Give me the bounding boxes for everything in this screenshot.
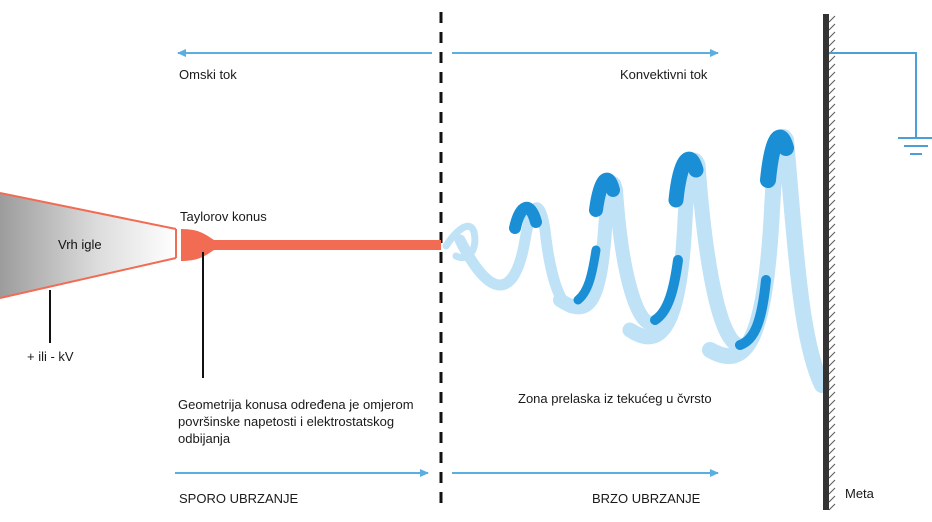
needle-edge-top: [0, 192, 177, 230]
needle-body: [0, 193, 176, 298]
plate-hatch-line: [828, 31, 836, 39]
plate-hatch-line: [828, 311, 836, 319]
transition-zone-label: Zona prelaska iz tekućeg u čvrsto: [518, 391, 712, 406]
plate-hatch-line: [828, 431, 836, 439]
plate-hatch-line: [828, 391, 836, 399]
plate-hatch-line: [828, 383, 836, 391]
plate-hatch-line: [828, 255, 836, 263]
plate-hatch-line: [828, 183, 836, 191]
plate-hatch-line: [828, 39, 836, 47]
plate-hatch-line: [828, 215, 836, 223]
plate-hatch-line: [828, 239, 836, 247]
plate-hatch-line: [828, 343, 836, 351]
plate-hatch-line: [828, 175, 836, 183]
plate-hatch-line: [828, 487, 836, 495]
taylor-cone: [181, 229, 214, 261]
plate-hatch-line: [828, 199, 836, 207]
plate-hatch-line: [828, 143, 836, 151]
plate-hatch-line: [828, 167, 836, 175]
plate-hatch-line: [828, 423, 836, 431]
slow-acceleration-label: SPORO UBRZANJE: [179, 491, 299, 506]
plate-hatch-line: [828, 415, 836, 423]
plate-hatch-line: [828, 103, 836, 111]
plate-hatch-line: [828, 447, 836, 455]
plate-hatch-line: [828, 15, 836, 23]
plate-hatch-line: [828, 263, 836, 271]
plate-hatch-line: [828, 119, 836, 127]
plate-hatch-line: [828, 463, 836, 471]
plate-hatch-line: [828, 495, 836, 503]
plate-hatch-line: [828, 359, 836, 367]
plate-hatch-line: [828, 247, 836, 255]
plate-hatch-line: [828, 503, 836, 511]
taylor-cone-label: Taylorov konus: [180, 209, 267, 224]
plate-hatch-line: [828, 471, 836, 479]
plate-hatch-line: [828, 407, 836, 415]
plate-hatch-line: [828, 55, 836, 63]
plate-hatch-line: [828, 191, 836, 199]
plate-hatch-line: [828, 279, 836, 287]
ohmic-flow-label: Omski tok: [179, 67, 237, 82]
liquid-jet: [212, 240, 441, 250]
plate-hatch-line: [828, 319, 836, 327]
plate-hatch-line: [828, 375, 836, 383]
whipping-spiral: [442, 128, 830, 393]
plate-hatch-line: [828, 455, 836, 463]
plate-hatch-line: [828, 287, 836, 295]
convective-flow-label: Konvektivni tok: [620, 67, 708, 82]
plate-hatch-line: [828, 23, 836, 31]
plate-hatch-line: [828, 207, 836, 215]
needle-tip-label: Vrh igle: [58, 237, 102, 252]
plate-hatch-line: [828, 271, 836, 279]
plate-hatch-line: [828, 367, 836, 375]
plate-hatch-line: [828, 71, 836, 79]
plate-hatch-line: [828, 111, 836, 119]
fast-acceleration-label: BRZO UBRZANJE: [592, 491, 701, 506]
plate-hatch-line: [828, 127, 836, 135]
plate-hatch-line: [828, 439, 836, 447]
plate-hatch-line: [828, 135, 836, 143]
plate-hatch-line: [828, 151, 836, 159]
plate-hatch-line: [828, 335, 836, 343]
plate-hatch-line: [828, 303, 836, 311]
plate-hatch-line: [828, 479, 836, 487]
cone-geometry-label: Geometrija konusa određena je omjerom po…: [178, 397, 414, 446]
target-label: Meta: [845, 486, 874, 501]
plate-hatch-line: [828, 63, 836, 71]
plate-hatching: [828, 15, 836, 511]
plate-hatch-line: [828, 295, 836, 303]
plate-hatch-line: [828, 327, 836, 335]
voltage-label: + ili - kV: [27, 349, 74, 364]
plate-hatch-line: [828, 79, 836, 87]
needle-edge-bottom: [0, 257, 177, 299]
plate-hatch-line: [828, 87, 836, 95]
plate-hatch-line: [828, 399, 836, 407]
target-plate: [823, 14, 829, 510]
plate-hatch-line: [828, 231, 836, 239]
plate-hatch-line: [828, 95, 836, 103]
plate-hatch-line: [828, 223, 836, 231]
plate-hatch-line: [828, 351, 836, 359]
plate-hatch-line: [828, 159, 836, 167]
ground-wire: [829, 52, 917, 137]
